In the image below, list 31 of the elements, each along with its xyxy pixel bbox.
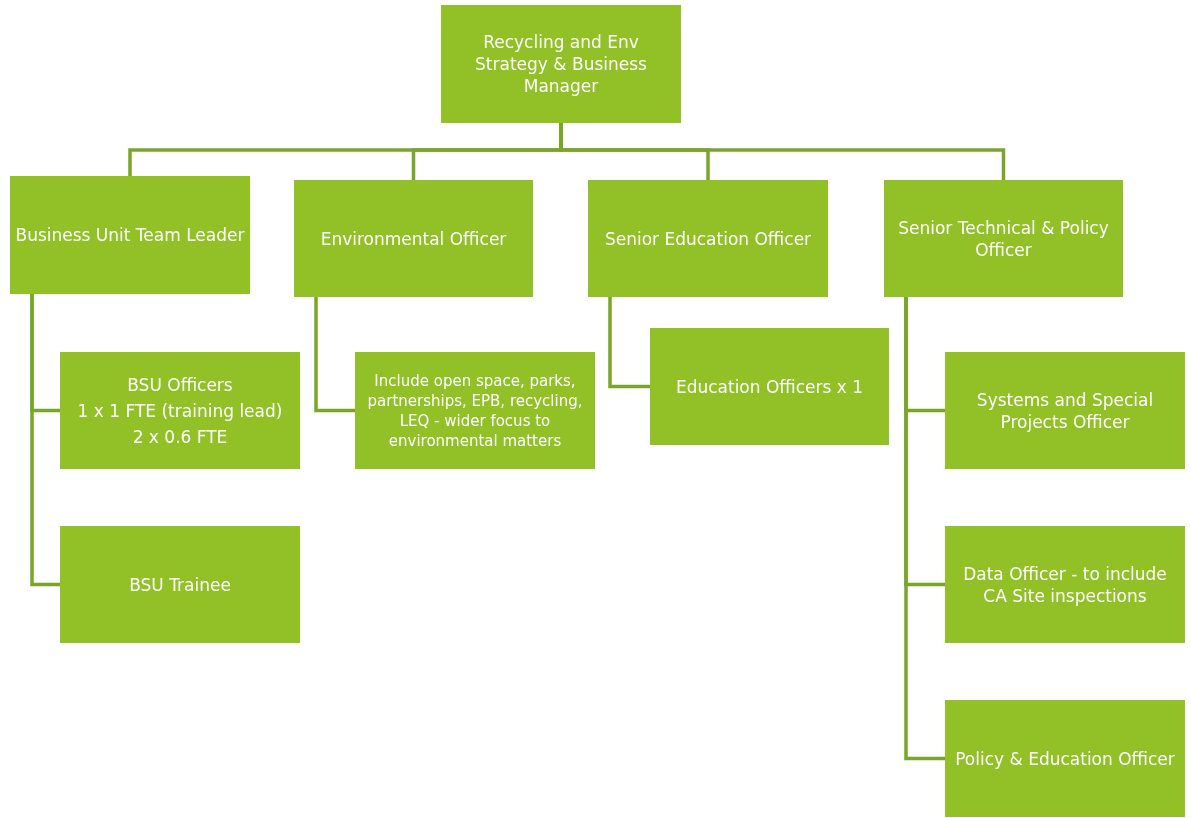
role-text: BSU Officers bbox=[127, 373, 233, 397]
role-text: Include open space, parks, partnerships, EPB, recycling, LEQ - wider focus to environmental matters bbox=[366, 370, 584, 451]
role-text: Systems and Special Projects Officer bbox=[975, 388, 1155, 434]
role-text: Senior Education Officer bbox=[604, 227, 812, 251]
role-text: Business Unit Team Leader bbox=[15, 224, 245, 247]
role-box bbox=[884, 180, 1123, 297]
connector-line bbox=[608, 297, 650, 389]
role-box bbox=[441, 5, 681, 123]
role-text: Education Officers x 1 bbox=[675, 375, 864, 399]
role-box bbox=[945, 352, 1185, 469]
role-box bbox=[355, 352, 595, 469]
role-text: Senior Technical & Policy Officer bbox=[897, 216, 1110, 262]
role-box bbox=[10, 176, 250, 294]
role-text: 2 x 0.6 FTE bbox=[132, 425, 228, 449]
role-text: 1 x 1 FTE (training lead) bbox=[77, 399, 283, 423]
role-text: BSU Trainee bbox=[129, 573, 231, 597]
role-box bbox=[588, 180, 828, 297]
role-box bbox=[945, 526, 1185, 643]
role-box bbox=[650, 328, 889, 445]
role-box bbox=[60, 526, 300, 643]
connector-line bbox=[30, 294, 60, 587]
role-text: Recycling and Env Strategy & Business Manager bbox=[474, 31, 648, 98]
role-box bbox=[60, 352, 300, 469]
role-box bbox=[294, 180, 533, 297]
role-text: Policy & Education Officer bbox=[955, 747, 1175, 771]
connector-line bbox=[559, 123, 1006, 180]
role-text: Environmental Officer bbox=[320, 227, 507, 251]
connector-line bbox=[314, 297, 355, 413]
role-box bbox=[945, 700, 1185, 817]
connector-line bbox=[904, 297, 945, 761]
role-text: Data Officer - to include CA Site inspections bbox=[962, 562, 1168, 608]
